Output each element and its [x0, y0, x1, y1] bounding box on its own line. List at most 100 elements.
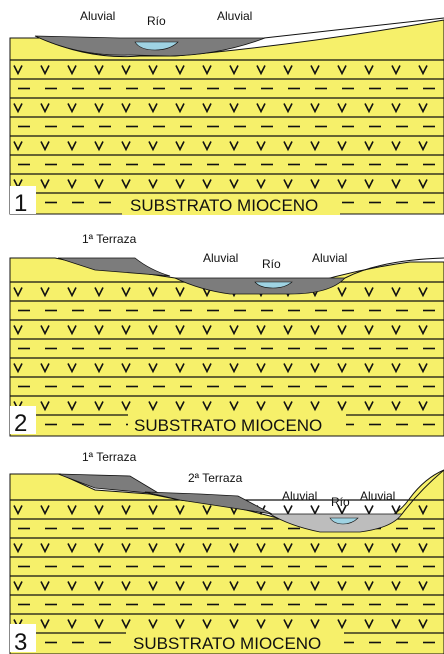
v-mark-icon [40, 141, 50, 152]
v-mark-icon [391, 543, 401, 554]
panel-number: 3 [14, 629, 27, 654]
v-mark-icon [121, 141, 131, 152]
v-mark-icon [40, 505, 50, 516]
panel-number-bg [10, 186, 36, 214]
v-mark-icon [337, 505, 347, 516]
v-mark-icon [310, 543, 320, 554]
v-mark-icon [148, 505, 158, 516]
label-aluvial-left: Aluvial [282, 489, 317, 503]
v-mark-icon [337, 619, 347, 630]
v-mark-icon [283, 505, 293, 516]
v-mark-icon [175, 287, 185, 298]
label-aluvial-left: Aluvial [203, 251, 238, 265]
v-mark-icon [148, 141, 158, 152]
v-mark-icon [94, 619, 104, 630]
v-mark-icon [202, 141, 212, 152]
v-mark-icon [283, 179, 293, 190]
v-mark-icon [364, 581, 374, 592]
v-mark-icon [310, 103, 320, 114]
v-mark-icon [121, 103, 131, 114]
v-mark-icon [40, 619, 50, 630]
v-mark-icon [13, 287, 23, 298]
v-mark-icon [256, 581, 266, 592]
v-mark-icon [67, 581, 77, 592]
terraza-1-fill [57, 257, 171, 277]
v-mark-icon [256, 65, 266, 76]
v-mark-icon [337, 287, 347, 298]
v-mark-icon [67, 287, 77, 298]
panel-number-bg [10, 624, 36, 652]
v-mark-icon [229, 141, 239, 152]
v-mark-icon [283, 141, 293, 152]
panel-number-bg [10, 406, 36, 434]
v-mark-icon [40, 179, 50, 190]
v-mark-icon [364, 287, 374, 298]
v-mark-icon [283, 581, 293, 592]
label-aluvial-right: Aluvial [360, 489, 395, 503]
v-mark-icon [175, 363, 185, 374]
substrate-label-bg [126, 632, 344, 652]
v-mark-icon [283, 325, 293, 336]
v-mark-icon [175, 65, 185, 76]
v-mark-icon [148, 103, 158, 114]
v-mark-icon [337, 581, 347, 592]
v-mark-icon [148, 65, 158, 76]
v-mark-icon [283, 103, 293, 114]
v-mark-icon [121, 401, 131, 412]
v-mark-icon [283, 543, 293, 554]
v-mark-icon [148, 179, 158, 190]
v-mark-icon [202, 543, 212, 554]
v-mark-icon [94, 505, 104, 516]
panel-1: Aluvial Río Aluvial SUBSTRATO MIOCENO 1 [9, 9, 444, 217]
v-mark-icon [418, 505, 428, 516]
v-mark-icon [121, 287, 131, 298]
v-mark-icon [418, 619, 428, 630]
v-mark-icon [229, 401, 239, 412]
v-mark-icon [148, 543, 158, 554]
river-water [134, 41, 179, 51]
v-mark-icon [40, 363, 50, 374]
v-mark-icon [94, 287, 104, 298]
v-mark-icon [94, 363, 104, 374]
v-mark-icon [148, 325, 158, 336]
v-mark-icon [13, 141, 23, 152]
v-mark-icon [256, 543, 266, 554]
v-mark-icon [283, 363, 293, 374]
v-mark-icon [364, 141, 374, 152]
v-mark-icon [94, 543, 104, 554]
v-mark-icon [418, 401, 428, 412]
v-mark-icon [175, 401, 185, 412]
v-mark-icon [67, 141, 77, 152]
surface-line [401, 469, 444, 515]
v-mark-icon [256, 401, 266, 412]
v-mark-icon [202, 103, 212, 114]
v-mark-icon [391, 619, 401, 630]
v-mark-icon [310, 581, 320, 592]
v-mark-icon [283, 65, 293, 76]
surface-line [344, 257, 444, 279]
panel-2: 1ª Terraza Aluvial Río Aluvial SUBSTRATO… [9, 232, 444, 437]
v-mark-icon [202, 401, 212, 412]
v-mark-icon [418, 581, 428, 592]
v-mark-icon [94, 325, 104, 336]
v-mark-icon [202, 619, 212, 630]
v-mark-icon [202, 581, 212, 592]
v-mark-icon [67, 179, 77, 190]
v-mark-icon [391, 103, 401, 114]
v-mark-icon [202, 505, 212, 516]
v-mark-icon [337, 543, 347, 554]
v-mark-icon [202, 363, 212, 374]
label-rio: Río [147, 14, 166, 28]
v-mark-icon [310, 325, 320, 336]
v-mark-icon [256, 103, 266, 114]
v-mark-icon [13, 325, 23, 336]
v-mark-icon [391, 65, 401, 76]
v-mark-icon [13, 505, 23, 516]
v-mark-icon [337, 65, 347, 76]
v-mark-icon [67, 363, 77, 374]
panel-number: 2 [14, 410, 27, 437]
v-mark-icon [121, 363, 131, 374]
v-mark-icon [202, 325, 212, 336]
v-mark-icon [148, 619, 158, 630]
v-mark-icon [337, 103, 347, 114]
